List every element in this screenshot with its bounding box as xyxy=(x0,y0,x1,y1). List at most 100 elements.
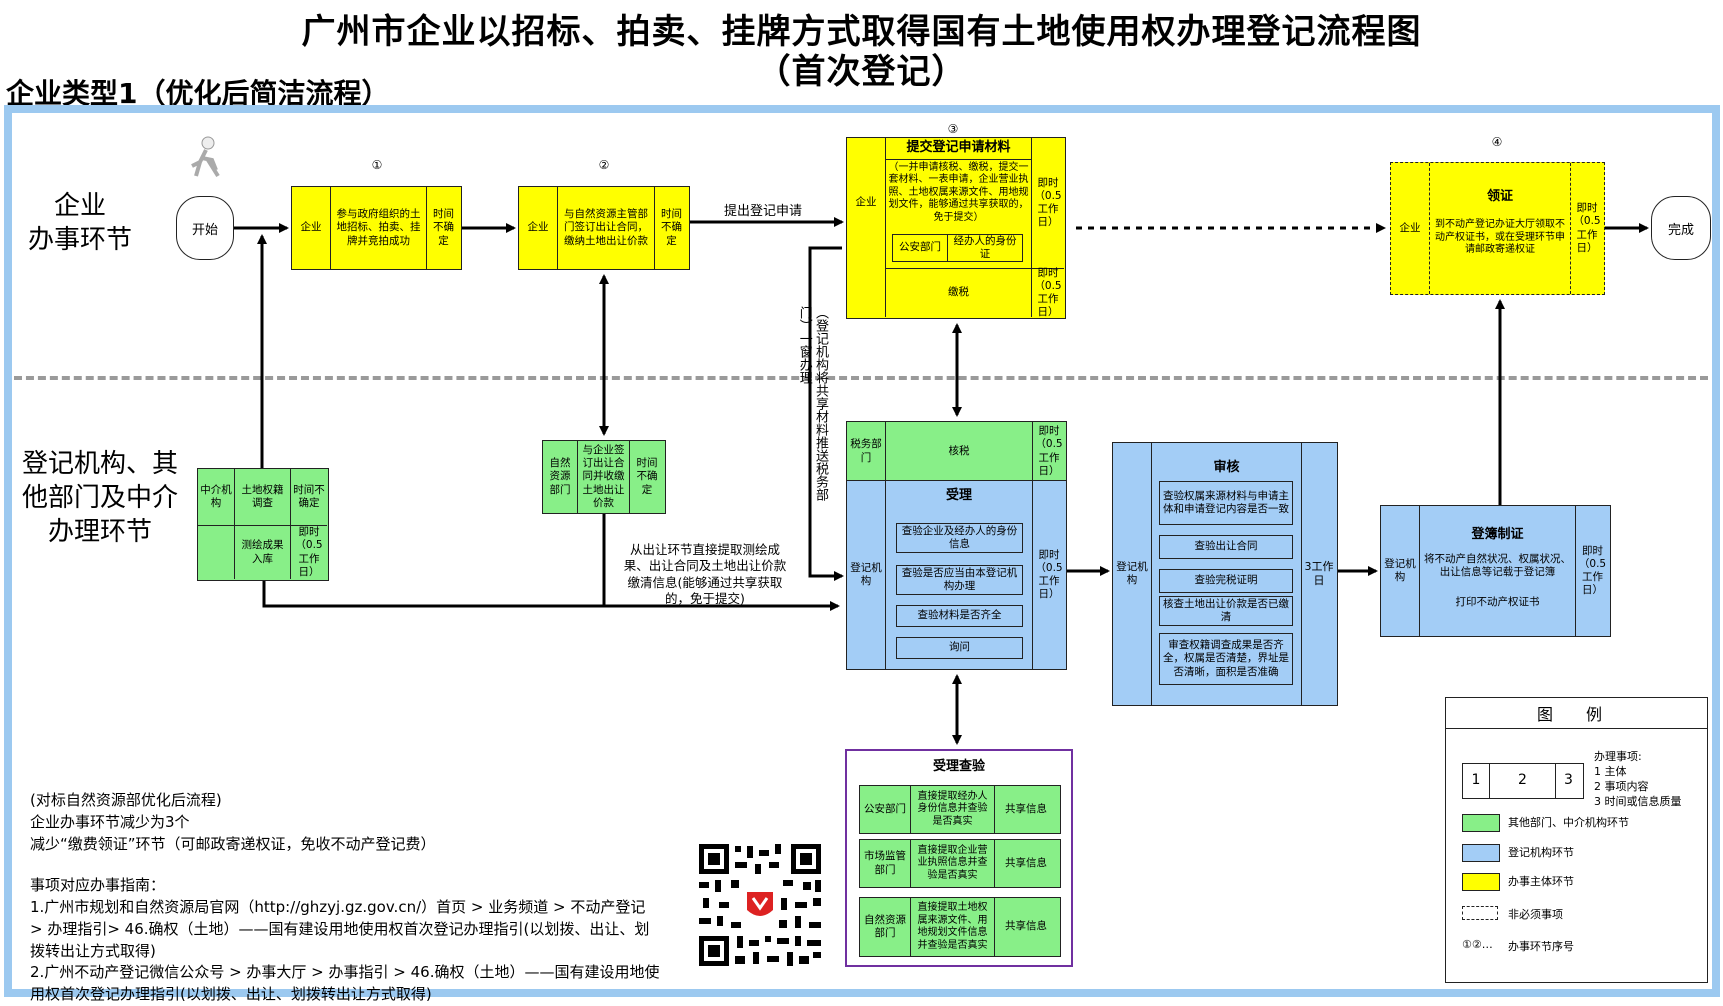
review-time: 3工作日 xyxy=(1301,443,1336,705)
legend-swatch-yellow xyxy=(1462,873,1500,891)
accept-item: 查验企业及经办人的身份信息 xyxy=(896,523,1023,553)
check-row-content: 直接提取土地权属来源文件、用地规划文件信息并查验是否真实 xyxy=(910,898,994,956)
step1-content: 参与政府组织的土地招标、拍卖、挂牌并竞拍成功 xyxy=(330,187,426,269)
step-number-2: ② xyxy=(598,158,610,172)
step3-sub-police: 公安部门 xyxy=(892,234,948,262)
step2-box: 企业 与自然资源主管部门签订出让合同，缴纳土地出让价款 时间不确定 xyxy=(518,186,690,270)
legend-cell: 2 xyxy=(1489,764,1555,798)
agency-subject-empty xyxy=(198,525,234,579)
review-header: 审核 xyxy=(1213,459,1240,475)
step3-sub-id: 经办人的身份证 xyxy=(947,234,1023,262)
agency-time2: 即时（0.5工作日） xyxy=(290,525,327,579)
accept-main: 受理 查验企业及经办人的身份信息 查验是否应当由本登记机构办理 查验材料是否齐全… xyxy=(885,481,1032,669)
agency-time1: 时间不确定 xyxy=(290,469,327,525)
accept-item: 查验是否应当由本登记机构办理 xyxy=(896,565,1023,595)
step-number-4: ④ xyxy=(1491,135,1503,149)
step1-time: 时间不确定 xyxy=(426,187,460,269)
legend-cell: 1 xyxy=(1471,772,1481,789)
check-box: 受理查验 公安部门 直接提取经办人身份信息并查验是否真实 共享信息 市场监管部门… xyxy=(845,749,1073,967)
review-item: 核查土地出让价款是否已缴清 xyxy=(1159,596,1293,626)
record-subject: 登记机构 xyxy=(1384,557,1416,583)
check-row: 公安部门 直接提取经办人身份信息并查验是否真实 共享信息 xyxy=(859,785,1061,834)
runner-icon xyxy=(191,136,220,178)
accept-time: 即时（0.5工作日） xyxy=(1032,481,1065,669)
nature-content: 与企业签订出让合同并收缴土地出让价款 xyxy=(577,441,629,513)
legend-title: 图 例 xyxy=(1446,698,1707,729)
accept-subject: 登记机构 xyxy=(850,561,882,587)
step3-main: 提交登记申请材料 （一并申请核税、缴税，提交一套材料、一表申请，企业营业执照、土… xyxy=(885,138,1031,268)
step2-subject: 企业 xyxy=(527,221,549,234)
record-box: 登记机构 登簿制证 将不动产自然状况、权属状况、出让信息等记载于登记簿 打印不动… xyxy=(1380,505,1611,637)
tax-check-box: 税务部门 核税 即时（0.5工作日） xyxy=(846,421,1067,482)
note-line: (对标自然资源部优化后流程) xyxy=(30,791,222,809)
lane-divider xyxy=(14,376,1708,380)
review-item: 查验完税证明 xyxy=(1159,569,1293,593)
qr-code-icon xyxy=(695,840,825,970)
step-number-3: ③ xyxy=(947,122,959,136)
legend-label-blue: 登记机构环节 xyxy=(1508,846,1574,859)
check-row-dept: 市场监管部门 xyxy=(864,850,906,876)
review-subject: 登记机构 xyxy=(1116,560,1148,586)
step4-subject: 企业 xyxy=(1399,221,1421,234)
nature-time: 时间不确定 xyxy=(629,441,664,513)
step3-time1: 即时（0.5工作日） xyxy=(1031,138,1064,268)
agency-content2: 测绘成果入库 xyxy=(234,525,290,579)
step3-header: 提交登记申请材料 xyxy=(886,138,1031,160)
note-line: 2.广州不动产登记微信公众号 > 办事大厅 > 办事指引 > 46.确权（土地）… xyxy=(30,963,660,1003)
step1-subject: 企业 xyxy=(300,221,322,234)
review-item: 查验出让合同 xyxy=(1159,535,1293,559)
step3-box: 企业 提交登记申请材料 （一并申请核税、缴税，提交一套材料、一表申请，企业营业执… xyxy=(846,137,1066,319)
check-header: 受理查验 xyxy=(932,758,985,774)
agency-subject: 中介机构 xyxy=(200,483,232,509)
accept-item: 询问 xyxy=(896,637,1023,659)
note-line: 1.广州市规划和自然资源局官网（http://ghzyj.gz.gov.cn/）… xyxy=(30,898,650,960)
step3-tax-pay: 缴税 xyxy=(885,268,1031,317)
legend-cell: 3 xyxy=(1555,764,1581,798)
legend-item: 3 时间或信息质量 xyxy=(1594,794,1682,808)
note-line: 减少“缴费领证”环节（可邮政寄递权证，免收不动产登记费） xyxy=(30,834,436,853)
step3-desc: （一并申请核税、缴税，提交一套材料、一表申请，企业营业执照、土地权属来源文件、用… xyxy=(888,161,1029,223)
page-title: 广州市企业以招标、拍卖、挂牌方式取得国有土地使用权办理登记流程图 xyxy=(301,12,1422,52)
check-row: 自然资源部门 直接提取土地权属来源文件、用地规划文件信息并查验是否真实 共享信息 xyxy=(859,897,1061,957)
review-item: 审查权籍调查成果是否齐全，权属是否清楚，界址是否清晰，面积是否准确 xyxy=(1159,633,1293,685)
review-box: 登记机构 审核 查验权属来源材料与申请主体和申请登记内容是否一致 查验出让合同 … xyxy=(1112,442,1338,706)
lane-label-enterprise: 企业 办事环节 xyxy=(27,191,132,255)
nature-box: 自然资源部门 与企业签订出让合同并收缴土地出让价款 时间不确定 xyxy=(542,440,666,514)
legend-box: 图 例 1 2 3 办理事项: 1 主体 2 事项内容 3 时间或信息质量 其他… xyxy=(1445,697,1708,983)
legend-items: 办理事项: 1 主体 2 事项内容 3 时间或信息质量 xyxy=(1594,750,1682,809)
review-item: 查验权属来源材料与申请主体和申请登记内容是否一致 xyxy=(1159,481,1293,525)
tax-check-subject: 税务部门 xyxy=(850,438,882,464)
record-content: 将不动产自然状况、权属状况、出让信息等记载于登记簿 xyxy=(1424,552,1571,578)
step2-content: 与自然资源主管部门签订出让合同，缴纳土地出让价款 xyxy=(557,187,654,269)
tax-check-content: 核税 xyxy=(885,422,1032,481)
start-node: 开始 xyxy=(176,196,234,260)
legend-swatch-blue xyxy=(1462,844,1500,862)
check-row-dept: 公安部门 xyxy=(864,802,906,815)
legend-items-title: 办理事项: xyxy=(1594,750,1642,763)
step4-header: 领证 xyxy=(1486,188,1513,204)
legend-label-yellow: 办事主体环节 xyxy=(1508,875,1574,888)
check-row-share: 共享信息 xyxy=(994,840,1057,887)
legend-swatch-dashed xyxy=(1462,906,1498,920)
legend-label-seq: 办事环节序号 xyxy=(1508,940,1574,953)
agency-box: 中介机构 土地权籍调查 时间不确定 测绘成果入库 即时（0.5工作日） xyxy=(197,468,329,581)
legend-seq-symbol: ①②… xyxy=(1462,938,1493,951)
legend-item: 2 事项内容 xyxy=(1594,779,1649,793)
check-row-share: 共享信息 xyxy=(994,898,1057,956)
check-row: 市场监管部门 直接提取企业营业执照信息并查验是否真实 共享信息 xyxy=(859,839,1061,888)
arrow-label-apply: 提出登记申请 xyxy=(724,204,803,219)
tax-check-time: 即时（0.5工作日） xyxy=(1032,422,1065,481)
review-main: 审核 查验权属来源材料与申请主体和申请登记内容是否一致 查验出让合同 查验完税证… xyxy=(1151,443,1301,705)
finish-node: 完成 xyxy=(1651,196,1711,260)
accept-item: 查验材料是否齐全 xyxy=(896,605,1023,627)
agency-content1: 土地权籍调查 xyxy=(234,469,290,525)
legend-label-green: 其他部门、中介机构环节 xyxy=(1508,816,1629,829)
page-title-line2: （首次登记） xyxy=(756,52,967,92)
vertical-note-one-window: （登记机构将共享材料推送税务部门）一窗办理 xyxy=(796,306,828,501)
legend-sample-box: 1 2 3 xyxy=(1462,763,1584,799)
accept-header: 受理 xyxy=(945,487,972,503)
check-row-content: 直接提取经办人身份信息并查验是否真实 xyxy=(910,786,994,833)
step4-main: 领证 到不动产登记办证大厅领取不动产权证书，或在受理环节申请邮政寄递权证 xyxy=(1429,163,1570,294)
check-row-dept: 自然资源部门 xyxy=(864,913,906,939)
accept-box: 登记机构 受理 查验企业及经办人的身份信息 查验是否应当由本登记机构办理 查验材… xyxy=(846,480,1067,670)
